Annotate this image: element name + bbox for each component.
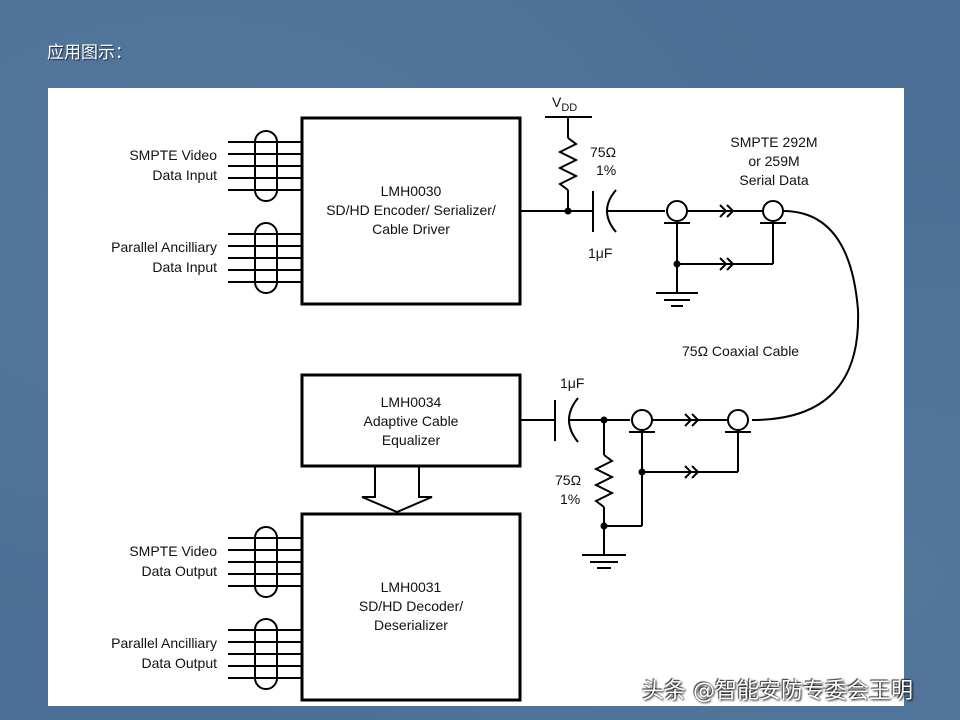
ancillary-output-bus bbox=[228, 618, 302, 690]
ancillary-output-label-1: Parallel Ancilliary bbox=[111, 635, 217, 651]
equalizer-part: LMH0034 bbox=[381, 394, 442, 410]
video-output-bus bbox=[228, 526, 302, 598]
decoder-desc-1: SD/HD Decoder/ bbox=[359, 598, 463, 614]
serial-label-2: or 259M bbox=[748, 153, 799, 169]
ancillary-input-bus bbox=[228, 222, 302, 294]
ancillary-input-label-2: Data Input bbox=[152, 259, 217, 275]
cable-label: 75Ω Coaxial Cable bbox=[682, 343, 799, 359]
decoder-block bbox=[300, 512, 522, 702]
rx-resistor-value: 75Ω bbox=[555, 472, 581, 488]
tx-capacitor-value: 1μF bbox=[588, 245, 612, 261]
serial-label-1: SMPTE 292M bbox=[730, 134, 817, 150]
video-input-label-2: Data Input bbox=[152, 167, 217, 183]
video-output-label-2: Data Output bbox=[142, 563, 218, 579]
equalizer-desc-1: Adaptive Cable bbox=[364, 413, 459, 429]
tx-resistor-value: 75Ω bbox=[590, 144, 616, 160]
encoder-part: LMH0030 bbox=[381, 183, 442, 199]
tx-resistor-tolerance: 1% bbox=[596, 162, 616, 178]
video-input-label-1: SMPTE Video bbox=[129, 147, 217, 163]
serial-label-3: Serial Data bbox=[739, 172, 808, 188]
circuit-diagram: SMPTE Video Data Input Parallel Ancillia… bbox=[111, 94, 860, 702]
down-arrow bbox=[361, 466, 433, 514]
equalizer-desc-2: Equalizer bbox=[382, 432, 441, 448]
encoder-desc-1: SD/HD Encoder/ Serializer/ bbox=[326, 202, 496, 218]
video-input-bus bbox=[228, 130, 302, 202]
rx-resistor bbox=[593, 454, 615, 508]
encoder-desc-2: Cable Driver bbox=[372, 221, 450, 237]
rx-resistor-tolerance: 1% bbox=[560, 491, 580, 507]
coaxial-cable bbox=[751, 210, 860, 421]
vdd-label: VDD bbox=[552, 94, 577, 114]
ancillary-output-label-2: Data Output bbox=[142, 655, 218, 671]
video-output-label-1: SMPTE Video bbox=[129, 543, 217, 559]
ancillary-input-label-1: Parallel Ancilliary bbox=[111, 239, 217, 255]
slide-title: 应用图示： bbox=[47, 43, 132, 63]
decoder-part: LMH0031 bbox=[381, 579, 442, 595]
diagram-panel: SMPTE Video Data Input Parallel Ancillia… bbox=[48, 88, 904, 706]
rx-capacitor-value: 1μF bbox=[560, 375, 584, 391]
decoder-desc-2: Deserializer bbox=[374, 617, 448, 633]
tx-resistor bbox=[557, 137, 579, 191]
watermark: 头条 @智能安防专委会王明 bbox=[642, 679, 913, 704]
